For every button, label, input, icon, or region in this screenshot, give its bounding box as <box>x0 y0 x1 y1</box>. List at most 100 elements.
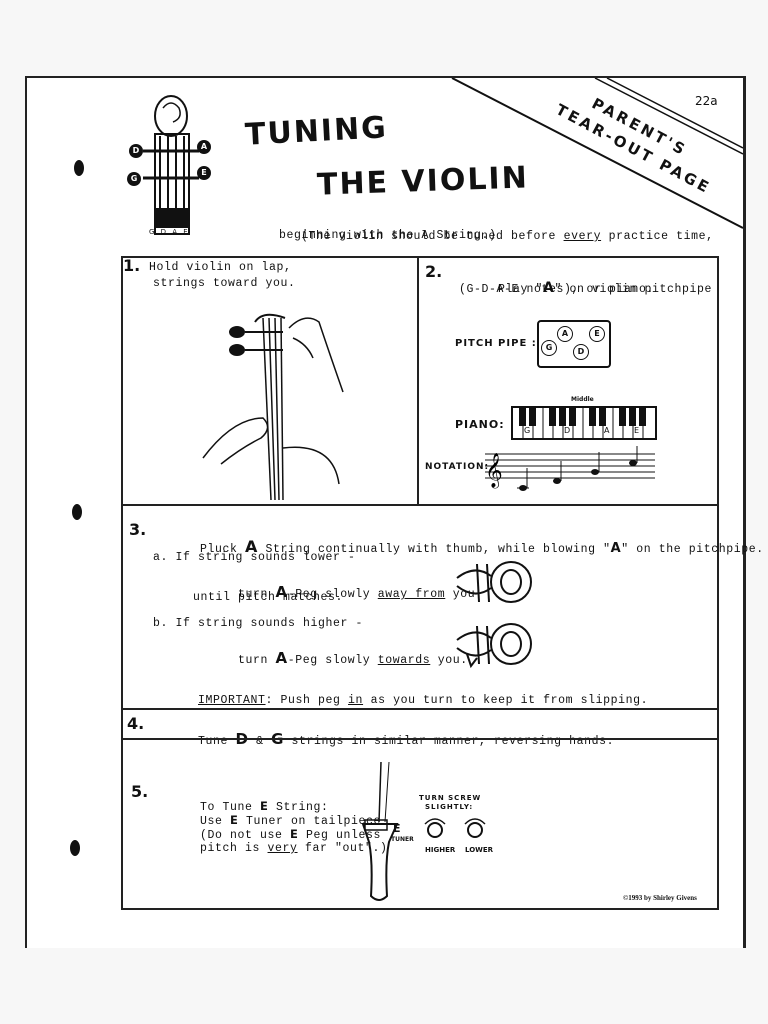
title-line1: TUNING <box>244 110 389 153</box>
step5-line2-pre: Use <box>200 815 231 828</box>
pitchpipe-note-g: G <box>541 340 557 356</box>
important-label: IMPORTANT <box>198 694 266 707</box>
peg-towards-illustration <box>456 623 532 669</box>
subtitle-post: practice time, <box>601 230 714 243</box>
peg-label-d: D <box>129 144 143 158</box>
banner-lines <box>451 78 743 229</box>
tuner-e-label: E <box>393 822 401 835</box>
step5-box: 5. To Tune E String: Use E Tuner on tail… <box>121 738 719 910</box>
piano-keys-drawing <box>519 408 646 438</box>
step3-b-line2-emph: towards <box>377 654 431 667</box>
punch-hole-middle <box>72 504 82 520</box>
step4-box: 4. Tune D & G strings in similar manner,… <box>121 708 719 748</box>
step3-b-line2-post: you. <box>430 654 468 667</box>
step3-a: A <box>245 537 259 556</box>
step3-number: 3. <box>129 520 147 539</box>
step2-line1-post: " on violin pitchpipe <box>554 283 712 296</box>
turn-screw-label2: SLIGHTLY: <box>425 803 474 811</box>
important-pre: : Push peg <box>265 694 349 707</box>
piano-keyboard: G D A E <box>511 406 657 440</box>
music-staff: 𝄞 <box>485 446 655 491</box>
higher-label: HIGHER <box>425 846 456 854</box>
step3-b-line2-mid: -Peg slowly <box>287 654 378 667</box>
pitchpipe-note-e: E <box>589 326 605 342</box>
step5-line1: To Tune E String: <box>155 784 329 830</box>
step3-box: 3. Pluck A String continually with thumb… <box>121 504 763 710</box>
step3-a-line1: a. If string sounds lower - <box>153 551 356 564</box>
notation-label: NOTATION: <box>425 462 490 472</box>
page-number: 22a <box>695 94 718 108</box>
screw-direction-icons <box>424 818 486 838</box>
peg-label-g: G <box>127 172 141 186</box>
tuner-label: TUNER <box>391 836 414 843</box>
step5-number: 5. <box>131 782 149 801</box>
important-post: as you turn to keep it from slipping. <box>363 694 649 707</box>
pitchpipe-drawing: G A D E <box>537 320 611 368</box>
step3-a-line2-emph: away from <box>377 588 446 601</box>
step5-line2-e: E <box>230 813 239 827</box>
step3-a-line2: turn A-Peg slowly away from you <box>193 570 475 617</box>
step2-number: 2. <box>425 262 443 281</box>
lower-label: LOWER <box>465 846 494 854</box>
worksheet-page: 22a PARENT'S TEAR-OUT PAGE D A G E G D A… <box>25 76 763 948</box>
step5-line3-pre: (Do not use <box>200 829 291 842</box>
step3-mid: String continually with thumb, while blo… <box>258 543 611 556</box>
pitchpipe-note-d: D <box>573 344 589 360</box>
step3-post: " on the pitchpipe. <box>621 543 764 556</box>
step5-line3: (Do not use E Peg unless <box>155 812 381 858</box>
violin-on-lap-illustration <box>202 313 344 501</box>
step1-box: 1. Hold violin on lap, strings toward yo… <box>121 256 419 506</box>
string-names: G D A E <box>149 228 190 236</box>
peg-away-illustration <box>456 561 532 603</box>
scroll-drawing <box>143 95 199 235</box>
copyright: ©1993 by Shirley Givens <box>623 894 697 902</box>
subtitle-pre: (The violin should be tuned before <box>301 230 564 243</box>
step3-a-line2-pre: turn <box>238 588 276 601</box>
step2-line1-pre: Play " <box>498 283 544 296</box>
piano-key-e: E <box>634 426 640 435</box>
piano-key-d: D <box>564 426 571 435</box>
title-line2: THE VIOLIN <box>316 160 530 203</box>
pitchpipe-note-a: A <box>557 326 573 342</box>
step5-line3-post: Peg unless <box>298 829 382 842</box>
step3-a-line2-mid: -Peg slowly <box>287 588 378 601</box>
step2-box: 2. Play "A" on violin pitchpipe (G-D-A-E… <box>417 256 719 506</box>
step3-a-line2-post: you <box>445 588 476 601</box>
step2-line1: Play "A" on violin pitchpipe <box>453 266 712 312</box>
step5-line4: pitch is very far "out".) <box>155 826 388 871</box>
step3-b-line2: turn A-Peg slowly towards you. <box>193 636 468 683</box>
step3-main-line: Pluck A String continually with thumb, w… <box>155 524 764 572</box>
peg-label-a: A <box>197 140 211 154</box>
step5-line4-emph: very <box>267 842 298 855</box>
step3-important: IMPORTANT: Push peg in as you turn to ke… <box>153 678 648 723</box>
step1-number: 1. <box>123 256 141 275</box>
piano-key-a: A <box>604 426 610 435</box>
step5-line1-pre: To Tune <box>200 801 261 814</box>
subtitle: (The violin should be tuned before every… <box>271 214 714 259</box>
subtitle-line2: beginning with the A String.) <box>279 229 497 242</box>
step4-amp: & <box>248 735 272 748</box>
step4-number: 4. <box>127 714 145 733</box>
svg-text:𝄞: 𝄞 <box>485 453 503 489</box>
punch-hole-bottom <box>70 840 80 856</box>
step1-line2: strings toward you. <box>153 277 296 290</box>
subtitle-emph: every <box>563 230 602 243</box>
step5-line4-pre: pitch is <box>200 842 268 855</box>
peg-label-e: E <box>197 166 211 180</box>
important-emph: in <box>348 694 364 707</box>
step2-line1-emph: A <box>543 280 555 296</box>
pitchpipe-label: PITCH PIPE : <box>455 338 537 349</box>
piano-key-g: G <box>524 426 531 435</box>
step5-line3-e: E <box>290 827 299 841</box>
tailpiece-tuner-illustration <box>361 762 399 901</box>
step3-a-line2-A: A <box>275 583 288 601</box>
step5-line1-post: String: <box>268 801 329 814</box>
piano-label: PIANO: <box>455 418 505 431</box>
step5-line4-post: far "out".) <box>297 842 388 855</box>
step1-line1: Hold violin on lap, <box>149 261 292 274</box>
middle-label: Middle <box>571 396 594 403</box>
step3-b-line2-pre: turn <box>238 654 276 667</box>
step3-a-line3: until pitch matches. <box>193 591 344 604</box>
step5-line1-e: E <box>260 799 269 813</box>
turn-screw-label1: TURN SCREW <box>419 794 482 802</box>
